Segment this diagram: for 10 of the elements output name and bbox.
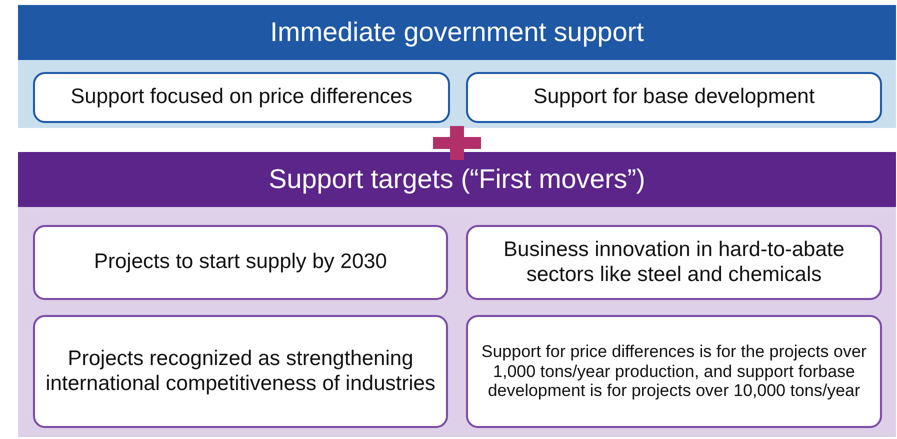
support-card: Support for price differences is for the projects over 1,000 tons/year production, and support forbase development is for projects over 10,000 tons/year: [466, 315, 882, 428]
support-card: Support focused on price differences: [33, 72, 450, 123]
support-card: Projects recognized as strengthening international competitiveness of industries: [33, 315, 448, 428]
support-card: Support for base development: [466, 72, 882, 123]
section-panel: [18, 152, 896, 437]
section-heading: Immediate government support: [18, 5, 896, 60]
support-card: Projects to start supply by 2030: [33, 225, 448, 300]
section-heading: Support targets (“First movers”): [18, 152, 896, 207]
section-panel: [18, 5, 896, 128]
support-card: Business innovation in hard-to-abate sectors like steel and chemicals: [466, 225, 882, 300]
